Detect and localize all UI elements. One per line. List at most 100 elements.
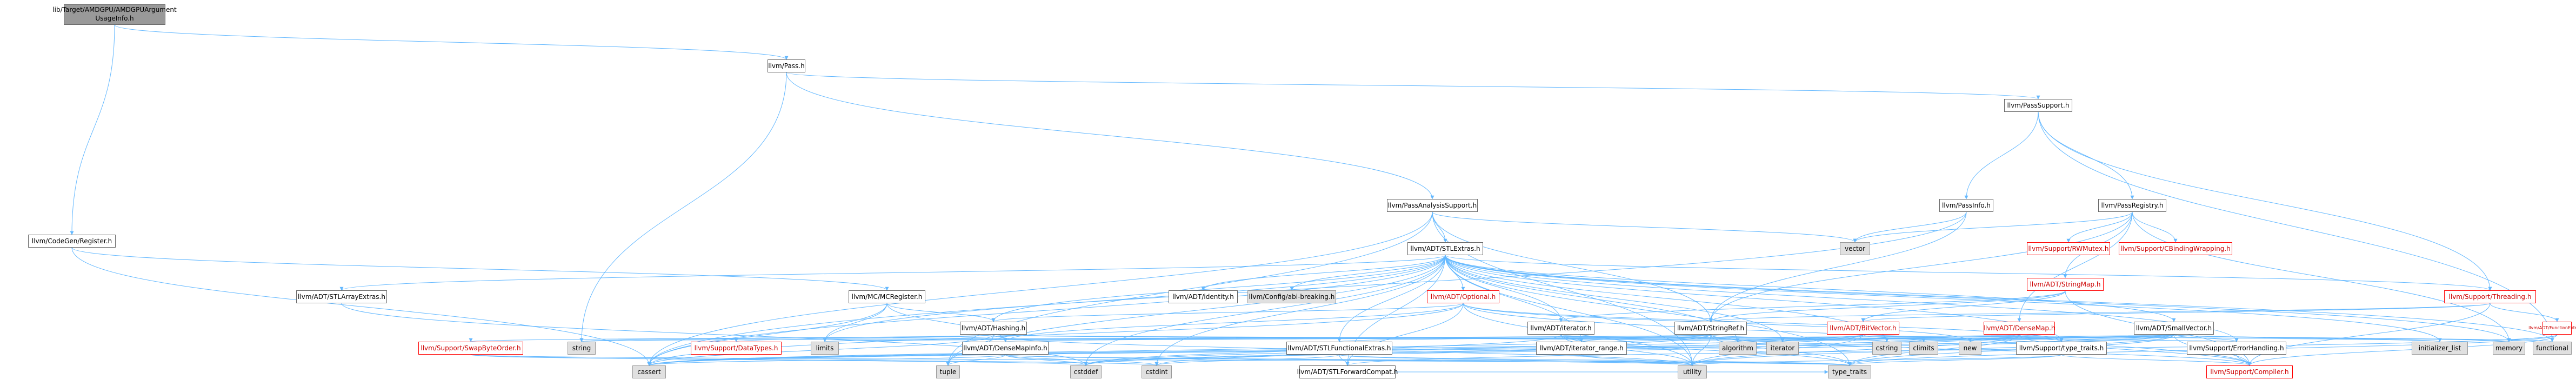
node-identity[interactable]: llvm/ADT/identity.h (1169, 290, 1238, 303)
node-iterator[interactable]: llvm/ADT/iterator.h (1527, 322, 1594, 335)
node-std-iterator[interactable]: iterator (1766, 342, 1799, 355)
edge-densemap-to-compiler (2019, 334, 2252, 366)
node-cbinding-wrapping[interactable]: llvm/Support/CBindingWrapping.h (2119, 242, 2232, 255)
node-label: llvm/Support/RWMutex.h (2028, 244, 2109, 252)
node-label: functional (2536, 344, 2568, 352)
edge-smallvector-to-errorhandling (2173, 334, 2239, 342)
node-label: llvm/ADT/iterator.h (1530, 324, 1592, 332)
node-swap-byte-order[interactable]: llvm/Support/SwapByteOrder.h (418, 342, 523, 355)
node-std-new[interactable]: new (1959, 342, 1981, 355)
node-std-cstddef[interactable]: cstddef (1070, 365, 1102, 378)
node-stl-functional-extras[interactable]: llvm/ADT/STLFunctionalExtras.h (1286, 342, 1392, 355)
node-threading[interactable]: llvm/Support/Threading.h (2444, 290, 2536, 303)
node-label: llvm/ADT/STLExtras.h (1410, 244, 1480, 252)
edge-pass-to-string (579, 72, 787, 342)
node-std-tuple[interactable]: tuple (936, 365, 960, 378)
node-std-cstring[interactable]: cstring (1872, 342, 1901, 355)
node-std-string[interactable]: string (568, 342, 596, 355)
node-label: llvm/PassRegistry.h (2101, 201, 2164, 209)
node-label: llvm/ADT/STLArrayExtras.h (298, 292, 385, 301)
node-pass[interactable]: llvm/Pass.h (768, 59, 805, 72)
edge-typetraits-to-utility (1690, 354, 2062, 366)
node-string-map[interactable]: llvm/ADT/StringMap.h (2027, 278, 2104, 291)
node-compiler[interactable]: llvm/Support/Compiler.h (2206, 365, 2293, 378)
node-label: climits (1913, 344, 1934, 352)
node-std-initializer-list[interactable]: initializer_list (2412, 342, 2468, 355)
node-rwmutex[interactable]: llvm/Support/RWMutex.h (2027, 242, 2110, 255)
node-label: iterator (1770, 344, 1795, 352)
edge-hashing-to-datatypes (734, 334, 994, 342)
node-stl-extras[interactable]: llvm/ADT/STLExtras.h (1407, 242, 1483, 255)
node-std-limits[interactable]: limits (811, 342, 839, 355)
node-label: llvm/PassAnalysisSupport.h (1387, 201, 1477, 209)
node-string-ref[interactable]: llvm/ADT/StringRef.h (1674, 322, 1747, 335)
edge-bitvector-to-cstdint (1154, 334, 1864, 366)
edge-passanalysis-to-vector (1432, 211, 1857, 243)
node-label: llvm/ADT/SmallVector.h (2135, 324, 2212, 332)
node-std-type-traits[interactable]: type_traits (1828, 365, 1871, 378)
node-dense-map-info[interactable]: llvm/ADT/DenseMapInfo.h (962, 342, 1049, 355)
edge-functionextras-to-stlforwardcompat (1346, 334, 2558, 366)
node-std-cstdint[interactable]: cstdint (1142, 365, 1172, 378)
node-label: tuple (939, 368, 957, 376)
node-label: new (1963, 344, 1977, 352)
edge-passregistry-to-memory (2132, 211, 2511, 342)
edge-passsupport-to-passregistry (2038, 111, 2134, 199)
node-std-algorithm[interactable]: algorithm (1719, 342, 1757, 355)
node-label: cstdint (1145, 368, 1168, 376)
edge-stringmap-to-bitvector (1861, 290, 2066, 322)
node-label: llvm/MC/MCRegister.h (851, 292, 923, 301)
node-label: llvm/ADT/iterator_range.h (1539, 344, 1624, 352)
edge-passsupport-to-threading (2038, 111, 2492, 291)
node-iterator-range[interactable]: llvm/ADT/iterator_range.h (1536, 342, 1627, 355)
edge-pass-to-passsupport (786, 72, 2040, 99)
node-pass-support[interactable]: llvm/PassSupport.h (2004, 99, 2072, 112)
node-codegen-register[interactable]: llvm/CodeGen/Register.h (28, 235, 116, 248)
node-error-handling[interactable]: llvm/Support/ErrorHandling.h (2187, 342, 2286, 355)
node-pass-analysis-support[interactable]: llvm/PassAnalysisSupport.h (1387, 199, 1478, 212)
node-std-vector[interactable]: vector (1840, 242, 1870, 255)
node-std-cassert[interactable]: cassert (632, 365, 666, 378)
edge-hashing-to-string (580, 334, 994, 342)
node-function-extras[interactable]: llvm/ADT/FunctionExtras.h (2528, 322, 2576, 335)
node-small-vector[interactable]: llvm/ADT/SmallVector.h (2134, 322, 2214, 335)
node-label: llvm/Support/type_traits.h (2019, 344, 2104, 352)
node-config-abi-breaking[interactable]: llvm/Config/abi-breaking.h (1247, 290, 1336, 303)
node-stl-array-extras[interactable]: llvm/ADT/STLArrayExtras.h (296, 290, 387, 303)
edge-stlextras-to-functional (1445, 255, 2554, 342)
edge-stlfunctionalextras-to-stlforwardcompat (1339, 354, 1350, 366)
edge-threading-to-functionextras (2490, 303, 2559, 322)
node-std-climits[interactable]: climits (1909, 342, 1938, 355)
node-optional[interactable]: llvm/ADT/Optional.h (1427, 290, 1499, 303)
node-label: llvm/Support/Threading.h (2448, 292, 2532, 301)
edge-root-to-codegenreg (70, 24, 115, 235)
edge-passregistry-to-vector (1853, 211, 2133, 243)
edge-stlextras-to-cstddef (1084, 255, 1446, 366)
edge-passinfo-to-cassert (647, 211, 1967, 366)
edge-optional-to-densemapinfo (1003, 303, 1464, 342)
edge-stlfunctionalextras-to-cstdint (1154, 354, 1340, 366)
node-std-memory[interactable]: memory (2493, 342, 2525, 355)
node-bit-vector[interactable]: llvm/ADT/BitVector.h (1827, 322, 1899, 335)
node-data-types[interactable]: llvm/Support/DataTypes.h (691, 342, 782, 355)
node-hashing[interactable]: llvm/ADT/Hashing.h (960, 322, 1027, 335)
node-pass-registry[interactable]: llvm/PassRegistry.h (2098, 199, 2166, 212)
node-label: llvm/PassInfo.h (1942, 201, 1991, 209)
node-mc-register[interactable]: llvm/MC/MCRegister.h (849, 290, 925, 303)
node-root[interactable]: lib/Target/AMDGPU/AMDGPUArgument UsageIn… (52, 4, 177, 25)
node-std-utility[interactable]: utility (1678, 365, 1707, 378)
node-stl-forward-compat[interactable]: llvm/ADT/STLForwardCompat.h (1297, 365, 1398, 378)
node-dense-map[interactable]: llvm/ADT/DenseMap.h (1984, 322, 2055, 335)
node-label: llvm/ADT/identity.h (1172, 292, 1234, 301)
node-std-functional[interactable]: functional (2533, 342, 2572, 355)
node-label: llvm/ADT/FunctionExtras.h (2528, 325, 2576, 330)
edge-stlextras-to-type_traits (1445, 255, 1852, 366)
node-pass-info[interactable]: llvm/PassInfo.h (1939, 199, 1993, 212)
edge-threading-to-stringref (1709, 303, 2491, 322)
node-type-traits-h[interactable]: llvm/Support/type_traits.h (2016, 342, 2107, 355)
edge-root-to-pass (114, 24, 789, 60)
edge-swapbyteorder-to-type_traits (470, 354, 1851, 366)
edge-passregistry-to-cbinding (2132, 211, 2178, 243)
node-label: string (572, 344, 591, 352)
